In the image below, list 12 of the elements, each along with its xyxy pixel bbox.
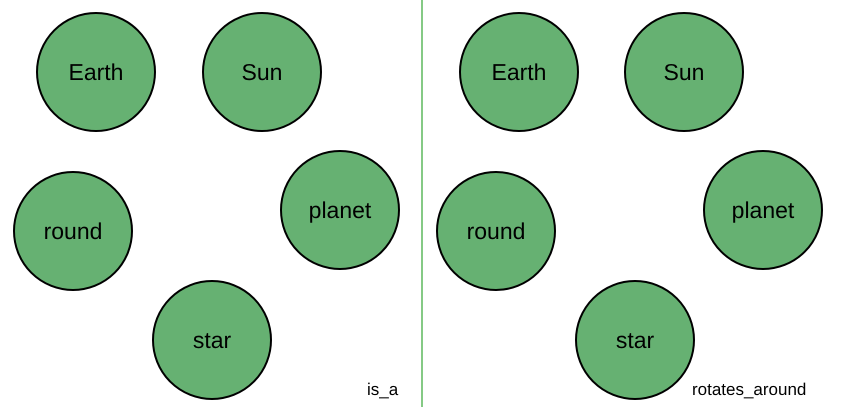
node-label: planet xyxy=(732,196,794,224)
node-label: Earth xyxy=(68,58,124,86)
node-label: round xyxy=(466,218,526,244)
node-label: planet xyxy=(308,196,372,224)
node-label: Sun xyxy=(242,58,282,86)
panel-caption: is_a xyxy=(367,380,398,400)
node-label: Earth xyxy=(492,58,546,86)
node-label: star xyxy=(616,326,654,354)
node-label: round xyxy=(44,218,102,244)
node-label: star xyxy=(192,326,232,354)
node-label: Sun xyxy=(664,58,704,86)
panel-caption: rotates_around xyxy=(692,380,806,400)
